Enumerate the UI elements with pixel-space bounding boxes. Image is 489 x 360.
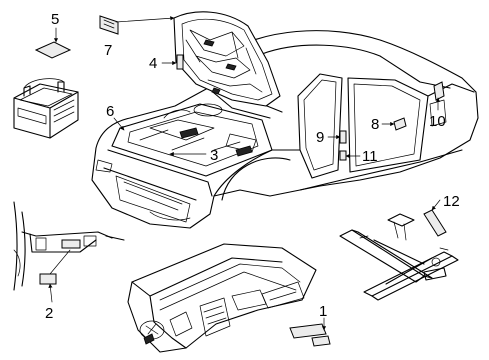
callout-11: 11 xyxy=(362,148,378,165)
vehicle-body xyxy=(91,30,479,229)
callout-6: 6 xyxy=(106,103,114,120)
battery xyxy=(13,78,79,139)
scissor-jack xyxy=(339,213,459,301)
dash-label-2 xyxy=(311,335,331,347)
hood-label xyxy=(176,54,184,70)
callout-10: 10 xyxy=(429,113,446,130)
interior-trim xyxy=(13,201,125,291)
leader-lines xyxy=(48,16,441,331)
callout-7: 7 xyxy=(104,42,112,59)
rear-door-label xyxy=(393,117,407,131)
callout-4: 4 xyxy=(149,55,157,72)
door-label xyxy=(339,150,347,161)
hood-label-card xyxy=(99,15,119,35)
quarter-label xyxy=(433,81,445,101)
callout-3: 3 xyxy=(210,147,218,164)
callout-5: 5 xyxy=(51,11,59,28)
instrument-panel xyxy=(127,243,317,353)
callout-2: 2 xyxy=(45,305,53,322)
interior-label xyxy=(39,273,57,285)
callout-12: 12 xyxy=(443,193,460,210)
callout-1: 1 xyxy=(319,303,327,320)
battery-label xyxy=(34,41,72,59)
callout-8: 8 xyxy=(371,116,379,133)
hood-panel xyxy=(173,11,281,107)
callout-9: 9 xyxy=(316,129,324,146)
dash-label xyxy=(289,323,327,339)
b-pillar-label xyxy=(339,130,347,144)
jack-label xyxy=(423,209,447,237)
